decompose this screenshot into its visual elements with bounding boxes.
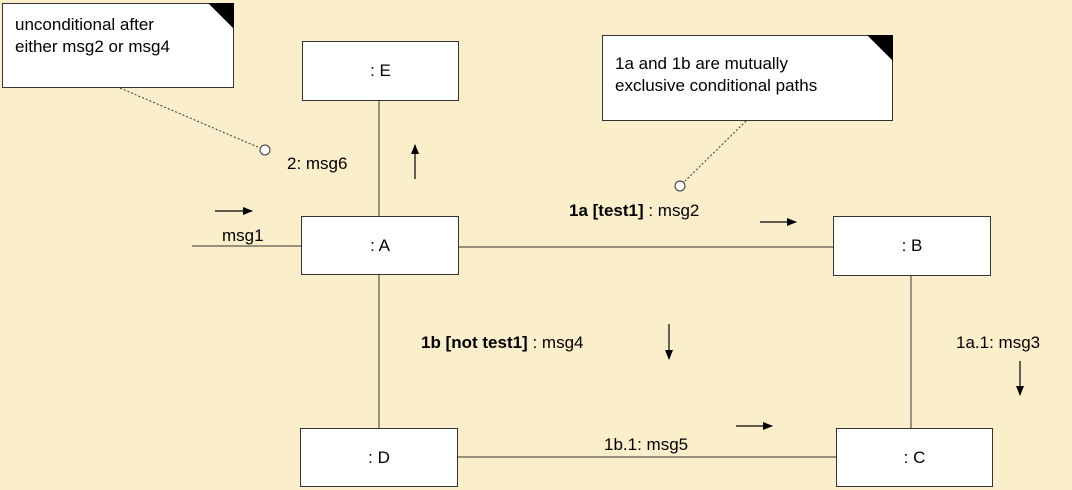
label-msg4-condition: 1b [not test1] bbox=[421, 333, 528, 352]
note-unconditional-line1: unconditional after bbox=[15, 15, 154, 34]
note-fold-icon bbox=[208, 3, 234, 29]
label-msg2: 1a [test1] : msg2 bbox=[569, 201, 699, 221]
note-connector-unconditional bbox=[119, 87, 261, 149]
object-a: : A bbox=[301, 216, 459, 275]
label-msg1: msg1 bbox=[222, 226, 264, 245]
label-msg2-name: : msg2 bbox=[643, 201, 700, 220]
note-unconditional-line2: either msg2 or msg4 bbox=[15, 37, 170, 56]
note-anchor-unconditional bbox=[259, 144, 271, 156]
note-exclusive-line1: 1a and 1b are mutually bbox=[615, 54, 788, 73]
object-e: : E bbox=[302, 41, 459, 101]
note-exclusive: 1a and 1b are mutually exclusive conditi… bbox=[602, 35, 893, 121]
object-d: : D bbox=[300, 428, 458, 487]
label-msg3: 1a.1: msg3 bbox=[956, 333, 1041, 352]
note-fold-icon bbox=[867, 35, 893, 61]
label-msg4-name: : msg4 bbox=[527, 333, 584, 352]
label-msg5: 1b.1: msg5 bbox=[604, 435, 689, 454]
note-exclusive-line2: exclusive conditional paths bbox=[615, 76, 818, 95]
note-anchor-exclusive bbox=[674, 180, 686, 192]
object-b: : B bbox=[833, 216, 991, 276]
label-msg4: 1b [not test1] : msg4 bbox=[421, 333, 583, 353]
label-msg6: 2: msg6 bbox=[287, 154, 348, 173]
note-unconditional: unconditional after either msg2 or msg4 bbox=[2, 3, 234, 88]
note-connector-exclusive bbox=[683, 120, 747, 183]
object-c: : C bbox=[836, 428, 993, 487]
label-msg2-condition: 1a [test1] bbox=[569, 201, 644, 220]
